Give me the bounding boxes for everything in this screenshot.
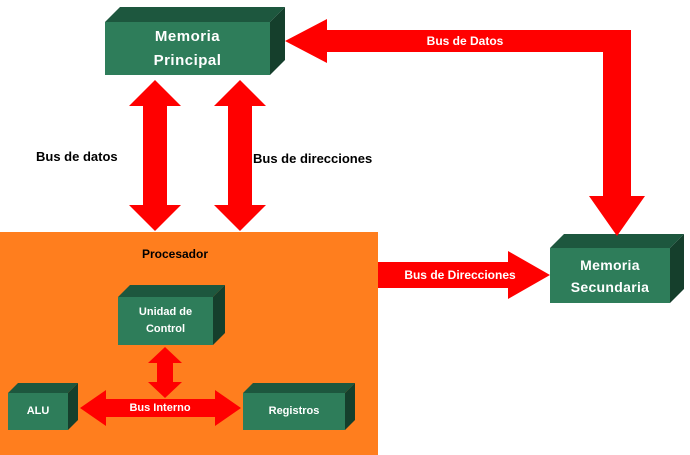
alu-box-top <box>8 383 78 393</box>
memoria-principal-box <box>105 7 285 75</box>
bus-interno-arrow <box>80 390 241 426</box>
alu-box-front <box>8 393 68 430</box>
memoria-principal-box-top <box>105 7 285 22</box>
memoria-secundaria-box-front <box>550 248 670 303</box>
registros-box <box>243 383 355 430</box>
alu-box-side <box>68 383 78 430</box>
registros-box-top <box>243 383 355 393</box>
unidad-control-box-front <box>118 297 213 345</box>
bus-de-direcciones-arrow <box>378 251 550 299</box>
unidad-control-box-side <box>213 285 225 345</box>
bus-datos-vertical-arrow <box>129 80 181 231</box>
registros-box-front <box>243 393 345 430</box>
unidad-control-box <box>118 285 225 345</box>
memoria-secundaria-box <box>550 234 684 303</box>
memoria-principal-box-side <box>270 7 285 75</box>
memoria-principal-box-front <box>105 22 270 75</box>
bus-de-datos-l-arrow <box>285 19 645 236</box>
memoria-secundaria-box-side <box>670 234 684 303</box>
unidad-control-bus-arrow <box>148 347 182 398</box>
unidad-control-box-top <box>118 285 225 297</box>
registros-box-side <box>345 383 355 430</box>
alu-box <box>8 383 78 430</box>
bus-direcciones-vertical-arrow <box>214 80 266 231</box>
memoria-secundaria-box-top <box>550 234 684 248</box>
